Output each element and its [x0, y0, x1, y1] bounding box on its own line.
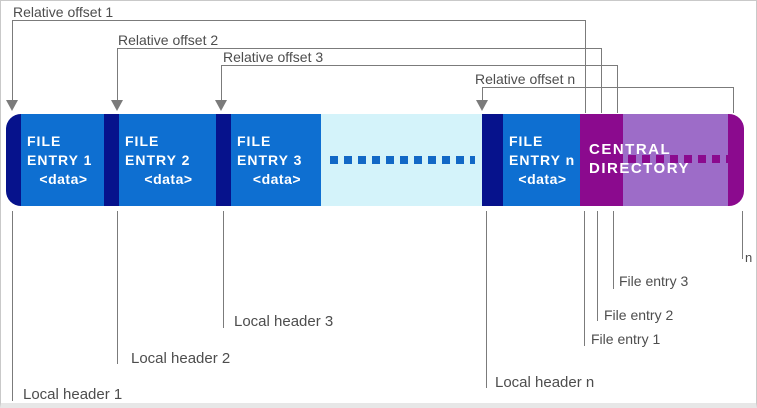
relative-offset-2-arrow-shaft	[117, 48, 118, 100]
file-entry-3-line1: FILE	[237, 132, 272, 149]
local-header-n-label: Local header n	[495, 374, 595, 391]
file-entry-3-line2: ENTRY 3	[237, 151, 303, 168]
central-directory-line1: CENTRAL	[589, 141, 672, 158]
separator-n	[482, 114, 503, 206]
segment-file-entry-2: FILE ENTRY 2 <data>	[119, 114, 216, 206]
relative-offset-n-arrow-shaft	[482, 87, 483, 100]
file-entry-2-line2: ENTRY 2	[125, 151, 191, 168]
relative-offset-2-line-vertical	[601, 48, 602, 113]
file-entry-1-line1: FILE	[27, 132, 62, 149]
cd-file-entry-1-label: File entry 1	[591, 331, 661, 347]
relative-offset-3-arrow-icon	[215, 100, 227, 111]
relative-offset-2-line-horizontal	[117, 48, 601, 49]
segment-file-entry-n: FILE ENTRY n <data>	[503, 114, 580, 206]
separator-2	[216, 114, 231, 206]
file-entry-n-line1: FILE	[509, 132, 544, 149]
local-header-1-line	[12, 211, 13, 401]
file-entry-1-line2: ENTRY 1	[27, 151, 93, 168]
central-directory-line2: DIRECTORY	[589, 160, 691, 177]
local-header-2-line	[117, 211, 118, 364]
relative-offset-3-label: Relative offset 3	[223, 49, 324, 65]
left-cap	[6, 114, 21, 206]
separator-1	[104, 114, 119, 206]
cd-file-entry-3-label: File entry 3	[619, 273, 689, 289]
file-entry-n-line2: ENTRY n	[509, 151, 576, 168]
local-header-2-label: Local header 2	[131, 350, 231, 367]
magenta-dotted-ellipsis	[628, 155, 742, 163]
relative-offset-n-label: Relative offset n	[475, 71, 576, 87]
relative-offset-1-line-horizontal	[12, 20, 585, 21]
relative-offset-1-arrow-shaft	[12, 20, 13, 100]
relative-offset-3-line-horizontal	[221, 65, 617, 66]
cd-file-entry-3-line	[613, 211, 614, 289]
cd-file-entry-2-label: File entry 2	[604, 307, 674, 323]
cd-file-entry-2-line	[597, 211, 598, 321]
relative-offset-n-line-vertical	[733, 87, 734, 113]
cd-end-label: n	[745, 250, 753, 265]
central-directory-label: CENTRAL DIRECTORY	[589, 140, 690, 178]
segment-file-entry-3: FILE ENTRY 3 <data>	[231, 114, 321, 206]
segment-file-entry-1: FILE ENTRY 1 <data>	[21, 114, 104, 206]
file-entry-2-line1: FILE	[125, 132, 160, 149]
file-entry-1-data: <data>	[39, 170, 88, 187]
blue-dotted-ellipsis	[330, 156, 475, 164]
relative-offset-1-label: Relative offset 1	[13, 4, 114, 20]
file-entry-2-data: <data>	[144, 170, 193, 187]
cd-file-entry-1-line	[584, 211, 585, 346]
relative-offset-n-line-horizontal	[482, 87, 733, 88]
relative-offset-2-label: Relative offset 2	[118, 32, 219, 48]
local-header-1-label: Local header 1	[23, 386, 123, 403]
relative-offset-2-arrow-icon	[111, 100, 123, 111]
relative-offset-1-arrow-icon	[6, 100, 18, 111]
local-header-n-line	[486, 211, 487, 388]
central-directory-start	[580, 114, 623, 206]
local-header-3-label: Local header 3	[234, 313, 334, 330]
relative-offset-3-line-vertical	[617, 65, 618, 113]
relative-offset-n-arrow-icon	[476, 100, 488, 111]
relative-offset-3-arrow-shaft	[221, 65, 222, 100]
relative-offset-1-line-vertical	[585, 20, 586, 113]
cd-end-line	[742, 211, 743, 259]
local-header-3-line	[223, 211, 224, 328]
file-entry-n-data: <data>	[518, 170, 567, 187]
file-entry-3-data: <data>	[252, 170, 302, 187]
